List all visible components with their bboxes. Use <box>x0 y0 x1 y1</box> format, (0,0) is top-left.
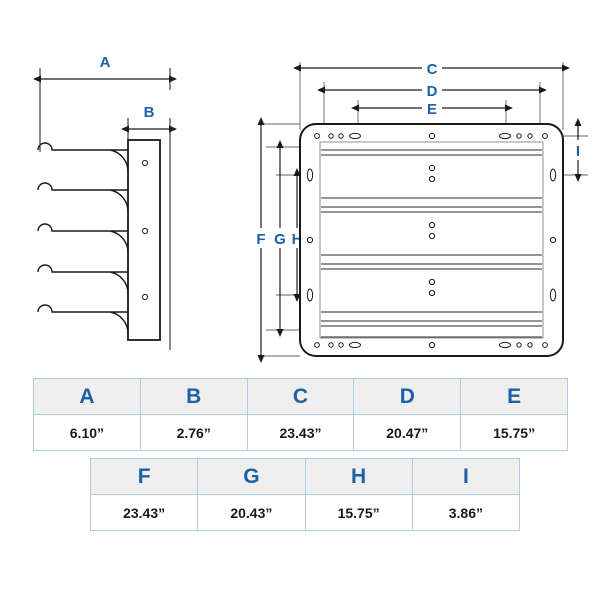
dimension-c: C <box>293 58 570 78</box>
dimension-label-f: F <box>256 231 265 248</box>
rail-slot-icon <box>549 288 557 302</box>
flange-hole-icon <box>314 133 320 139</box>
value-cell-h: 15.75” <box>304 494 413 531</box>
dimension-label-b: B <box>144 104 155 121</box>
dimension-label-h: H <box>292 231 303 248</box>
technical-drawing: A B <box>33 54 588 363</box>
value-cell-c: 23.43” <box>246 414 355 451</box>
dimension-table-top: A B C D E 6.10” 2.76” 23.43” 20.47” 15.7… <box>33 378 568 451</box>
flange-hole-icon <box>328 342 334 348</box>
flange-hole-icon <box>542 342 548 348</box>
side-view-blades <box>37 142 129 335</box>
value-cell-g: 20.43” <box>197 494 306 531</box>
flange-hole-icon <box>516 133 522 139</box>
value-cell-e: 15.75” <box>460 414 568 451</box>
dimension-b: B <box>121 104 177 140</box>
flange-slot-icon <box>499 341 511 349</box>
dimension-label-i: I <box>576 143 580 160</box>
rivet-hole-icon <box>428 278 436 286</box>
flange-hole-icon <box>527 342 533 348</box>
top-flange-holes <box>314 132 548 140</box>
blade-profile <box>37 182 129 213</box>
dimension-table-bottom: F G H I 23.43” 20.43” 15.75” 3.86” <box>89 458 521 531</box>
flange-hole-icon <box>328 133 334 139</box>
rail-hole-icon <box>306 236 314 244</box>
flange-hole-icon <box>314 342 320 348</box>
header-cell-a: A <box>33 378 141 415</box>
dimension-label-c: C <box>427 61 438 78</box>
header-cell-b: B <box>139 378 248 415</box>
side-view-mounting-bar <box>127 139 161 341</box>
value-cell-b: 2.76” <box>139 414 248 451</box>
front-view-body <box>319 141 544 339</box>
mount-hole-icon <box>141 227 149 235</box>
blade-profile <box>37 142 129 173</box>
flange-hole-icon <box>428 132 436 140</box>
mount-hole-icon <box>141 159 149 167</box>
rivet-hole-icon <box>428 164 436 172</box>
blade-profile <box>37 264 129 295</box>
header-cell-h: H <box>304 458 413 495</box>
dimension-d: D <box>317 80 547 100</box>
front-view-group: C D E F G <box>252 58 588 363</box>
value-cell-f: 23.43” <box>89 494 199 531</box>
value-cell-d: 20.47” <box>353 414 462 451</box>
rail-slot-icon <box>306 288 314 302</box>
rail-slot-icon <box>549 168 557 182</box>
dimension-label-d: D <box>427 83 438 100</box>
rail-hole-icon <box>549 236 557 244</box>
mount-hole-icon <box>141 293 149 301</box>
side-rail-holes <box>306 168 557 302</box>
flange-hole-icon <box>527 133 533 139</box>
flange-hole-icon <box>542 133 548 139</box>
dimension-e: E <box>351 98 513 118</box>
blade-profile <box>37 304 129 335</box>
flange-slot-icon <box>499 132 511 140</box>
rail-slot-icon <box>306 168 314 182</box>
dimension-f: F <box>252 117 270 363</box>
table-value-row: 23.43” 20.43” 15.75” 3.86” <box>89 494 521 531</box>
rivet-hole-icon <box>428 289 436 297</box>
header-cell-d: D <box>353 378 462 415</box>
flange-hole-icon <box>428 341 436 349</box>
dimension-g: G <box>271 140 289 337</box>
rivet-hole-icon <box>428 232 436 240</box>
flange-hole-icon <box>516 342 522 348</box>
flange-hole-icon <box>338 342 344 348</box>
dimension-label-a: A <box>100 54 111 71</box>
dimension-label-e: E <box>427 101 437 118</box>
table-value-row: 6.10” 2.76” 23.43” 20.47” 15.75” <box>33 414 568 451</box>
bottom-flange-holes <box>314 341 548 349</box>
value-cell-a: 6.10” <box>33 414 141 451</box>
flange-slot-icon <box>349 132 361 140</box>
rivet-hole-icon <box>428 221 436 229</box>
rivet-hole-icon <box>428 175 436 183</box>
flange-slot-icon <box>349 341 361 349</box>
side-view-group: A B <box>33 54 177 350</box>
dimension-a: A <box>33 54 177 152</box>
value-cell-i: 3.86” <box>411 494 521 531</box>
header-cell-e: E <box>460 378 568 415</box>
blade-profile <box>37 223 129 254</box>
header-cell-i: I <box>411 458 521 495</box>
header-cell-c: C <box>246 378 355 415</box>
front-view-blades <box>321 149 542 338</box>
header-cell-g: G <box>197 458 306 495</box>
table-header-row: A B C D E <box>33 378 568 415</box>
table-header-row: F G H I <box>89 458 521 495</box>
dimension-label-g: G <box>274 231 286 248</box>
blade-center-rivets <box>428 164 436 297</box>
header-cell-f: F <box>89 458 199 495</box>
flange-hole-icon <box>338 133 344 139</box>
